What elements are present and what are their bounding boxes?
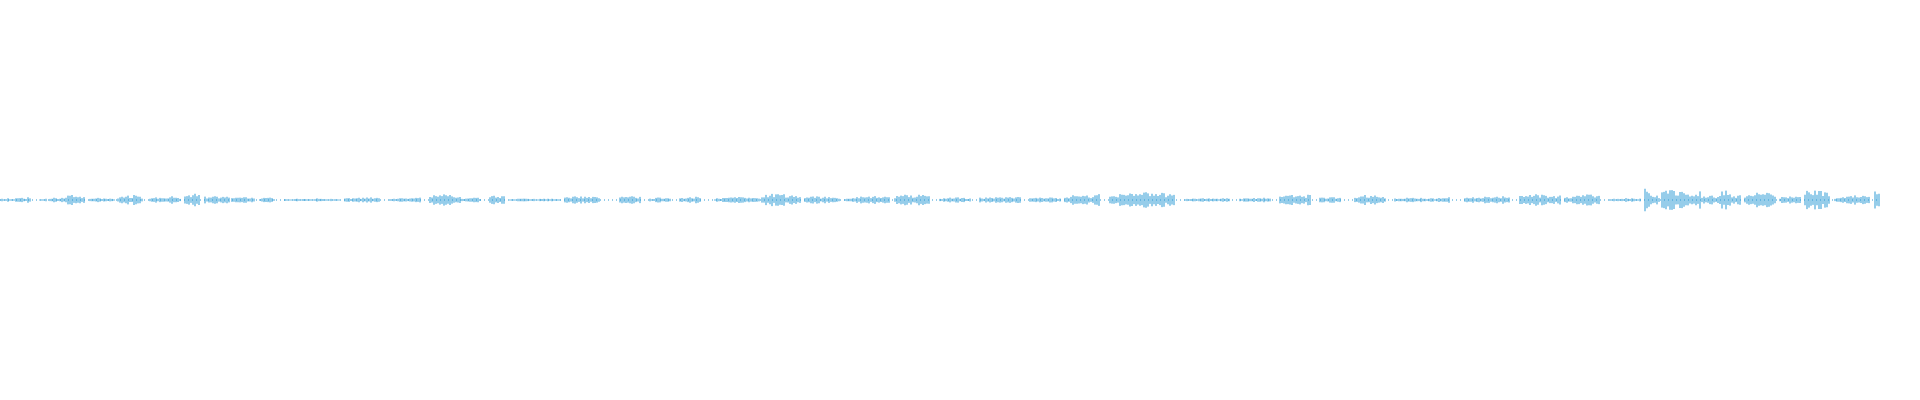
waveform-bars <box>0 188 1880 212</box>
